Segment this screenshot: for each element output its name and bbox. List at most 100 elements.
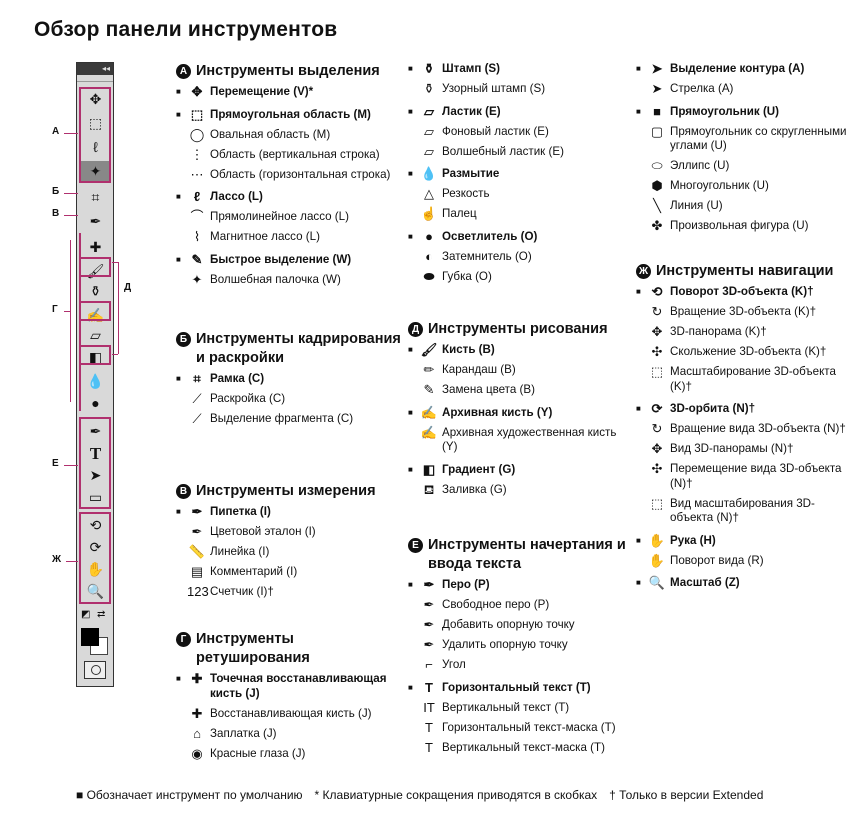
tool-icon: IT [423,699,435,715]
tool-row: ✤Произвольная фигура (U) [636,219,856,234]
tool-label: 3D-орбита (N)† [670,402,756,415]
tool-row: ↻Вращение вида 3D-объекта (N)† [636,422,856,437]
quick-select-tool-icon[interactable]: ✦ [80,161,111,182]
3d-rotate-tool-icon[interactable]: ⟲ [89,517,102,533]
default-marker-icon: ■ [636,535,641,545]
tool-icon: ◐ [425,248,433,264]
type-tool-icon[interactable]: T [89,444,102,463]
tool-group: ■◧Градиент (G)⛾Заливка (G) [408,462,633,498]
tool-label: Палец [442,207,477,220]
default-colors-icon[interactable]: ◩ [81,609,91,620]
section-path-shape-tools: ■➤Выделение контура (A)➤Стрелка (A)■■Пря… [636,62,856,242]
leader-e [64,465,78,466]
tool-icon: ✤ [651,218,663,233]
tool-group: ■⟳3D-орбита (N)†↻Вращение вида 3D-объект… [636,402,856,526]
tool-label: Рамка (C) [210,372,265,385]
tool-icon: 123 [187,584,209,599]
group-a-frame [79,87,111,183]
tool-row: ⚱Узорный штамп (S) [408,82,633,97]
tool-label: Поворот вида (R) [670,553,764,567]
lasso-tool-icon[interactable]: ℓ [93,139,98,155]
tool-group: ■✋Рука (H)✋Поворот вида (R) [636,533,856,569]
section-title: Инструменты навигации [656,263,834,279]
section-badge: Е [408,538,423,553]
tool-label: Прямолинейное лассо (L) [210,210,349,223]
eyedropper-tool-icon[interactable]: ✒ [89,213,102,229]
tool-group: ■✥Перемещение (V)* [176,85,406,100]
default-tool-row: ■✍Архивная кисть (Y) [408,405,633,421]
default-marker-icon: ■ [176,254,181,264]
tool-icon: ✍ [420,424,438,440]
eraser-tool-icon[interactable]: ▱ [90,327,101,343]
tool-label: Масштабирование 3D-объекта (K)† [670,365,836,393]
shape-tool-icon[interactable]: ▭ [88,489,103,505]
tool-icon: ▱ [424,103,434,119]
default-marker-icon: ■ [176,674,181,683]
tool-icon: 🖌 [420,342,438,357]
tool-icon: 📏 [188,544,206,559]
move-tool-icon[interactable]: ✥ [89,91,102,107]
zoom-tool-icon[interactable]: 🔍 [86,583,105,599]
gradient-tool-icon[interactable]: ◧ [88,349,103,365]
pen-tool-icon[interactable]: ✒ [89,423,102,439]
tool-row: △Резкость [408,187,633,202]
tool-row: ✒Удалить опорную точку [408,638,633,653]
default-tool-row: ■■Прямоугольник (U) [636,104,856,120]
tool-label: Кисть (B) [442,343,495,356]
tools-panel: ◂◂ ✥ ⬚ ℓ ✦ ⌗ ✒ ✚ 🖌 ⚱ ✍ ▱ ◧ 💧 ● ✒ T ➤ ▭ ⟲… [76,62,114,687]
tool-label: Магнитное лассо (L) [210,230,320,243]
tool-icon: ⟲ [651,284,663,299]
leader-g [64,311,70,312]
tool-group: ■🔍Масштаб (Z) [636,576,856,591]
stamp-tool-icon[interactable]: ⚱ [89,283,102,299]
tool-row: ↻Вращение 3D-объекта (K)† [636,305,856,320]
tool-label: Вращение вида 3D-объекта (N)† [670,422,846,435]
tool-row: ➤Стрелка (A) [636,82,856,97]
default-tool-row: ■⌗Рамка (C) [176,372,406,387]
tool-icon: ╲ [653,198,661,213]
panel-collapse-icon[interactable]: ◂◂ [77,63,113,75]
section-badge: Д [408,322,423,337]
tool-icon: ✒ [423,617,435,632]
section-title: Инструменты кадрирования и раскройки [196,331,401,366]
tool-icon: ✦ [191,271,203,287]
tool-label: Волшебный ластик (E) [442,144,564,158]
tool-icon: 🔍 [648,575,666,590]
tool-icon: ✥ [651,441,663,456]
tool-label: Линия (U) [670,199,723,212]
tool-icon: ➤ [651,61,663,76]
crop-tool-icon[interactable]: ⌗ [91,189,100,205]
tool-label: Лассо (L) [210,190,263,203]
tool-row: ◐Затемнитель (O) [408,248,633,265]
blur-tool-icon[interactable]: 💧 [86,373,105,389]
tool-icon: ✣ [651,461,663,476]
tool-label: Масштаб (Z) [670,576,740,589]
tool-icon: ✣ [651,344,663,359]
tool-icon: ⌇ [193,229,201,244]
tool-group: ■▱Ластик (E)▱Фоновый ластик (E)▱Волшебны… [408,103,633,160]
section-retouch-continued: ■⚱Штамп (S)⚱Узорный штамп (S)■▱Ластик (E… [408,62,633,292]
path-select-tool-icon[interactable]: ➤ [89,467,102,483]
dodge-tool-icon[interactable]: ● [91,395,100,411]
quick-mask-icon[interactable] [84,661,106,679]
healing-tool-icon[interactable]: ✚ [89,239,102,255]
marquee-tool-icon[interactable]: ⬚ [88,115,103,131]
tool-icon: ⌂ [193,725,201,741]
section-title: Инструменты измерения [196,483,376,499]
tool-label: Ластик (E) [442,104,501,118]
tool-row: ✣Скольжение 3D-объекта (K)† [636,345,856,360]
group-d-gradient-frame [79,345,111,365]
swap-colors-icon[interactable]: ⇄ [97,609,106,620]
3d-orbit-tool-icon[interactable]: ⟳ [89,539,102,555]
foreground-color-swatch[interactable] [81,628,99,646]
tool-group: ■⟲Поворот 3D-объекта (K)†↻Вращение 3D-об… [636,285,856,394]
tool-label: Карандаш (B) [442,363,516,376]
tool-row: ◯Овальная область (M) [176,127,406,143]
hand-tool-icon[interactable]: ✋ [86,561,105,577]
